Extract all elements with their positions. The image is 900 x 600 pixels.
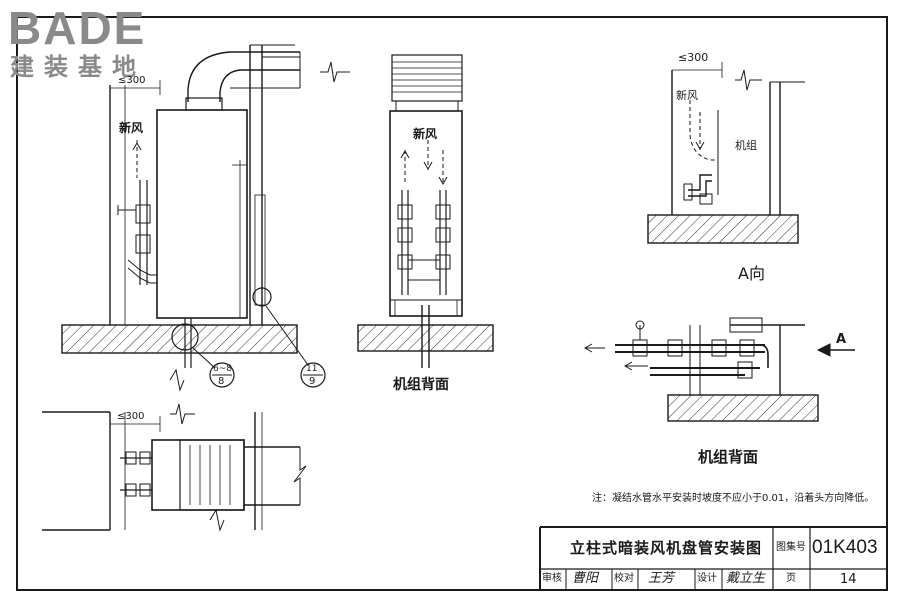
logo-sub-text: 建装基地 [10, 53, 146, 81]
logo: BADE 建装基地 [6, 4, 176, 84]
fresh-air-label-side: 新风 [119, 121, 144, 135]
checker-signature: 王芳 [648, 571, 675, 586]
reviewer-label: 审核 [542, 573, 562, 584]
dim-label-view-a: ≤300 [678, 51, 709, 64]
designer-signature: 戴立生 [726, 571, 766, 586]
fresh-air-label-view-a: 新风 [676, 89, 698, 102]
designer-label: 设计 [697, 573, 717, 584]
atlas-number-label: 图集号 [776, 542, 806, 553]
page-number: 14 [840, 572, 857, 587]
dim-label-side: ≤300 [118, 75, 146, 86]
unit-back-caption-1: 机组背面 [393, 377, 449, 393]
detail-callout-b-top: 11 [306, 364, 318, 374]
drawing-title: 立柱式暗装风机盘管安装图 [570, 539, 763, 557]
unit-back-plan [583, 317, 855, 422]
atlas-number: 01K403 [812, 537, 878, 558]
reviewer-signature: 曹阳 [572, 571, 599, 586]
side-elevation-view [61, 44, 350, 392]
view-a-arrow-label: A [836, 332, 847, 347]
dim-label-plan: ≤300 [117, 411, 145, 422]
view-a-caption: A向 [738, 264, 765, 283]
detail-callout-a-top: 6~8 [213, 364, 232, 374]
view-a [647, 62, 805, 244]
unit-back-caption-2: 机组背面 [698, 448, 759, 466]
fresh-air-label-front: 新风 [413, 127, 438, 141]
detail-callout-b-bottom: 9 [309, 376, 316, 387]
drawing-frame [16, 16, 888, 591]
detail-callout-a-bottom: 8 [218, 376, 225, 387]
installation-note: 注：凝结水管水平安装时坡度不应小于0.01，沿着头方向降低。 [592, 493, 875, 504]
plan-view [42, 403, 307, 532]
page-label: 页 [786, 573, 796, 584]
unit-label-view-a: 机组 [735, 139, 757, 152]
front-elevation-view [357, 54, 494, 368]
checker-label: 校对 [614, 573, 634, 584]
title-block-grid [539, 526, 887, 590]
logo-main-text: BADE [8, 2, 147, 54]
